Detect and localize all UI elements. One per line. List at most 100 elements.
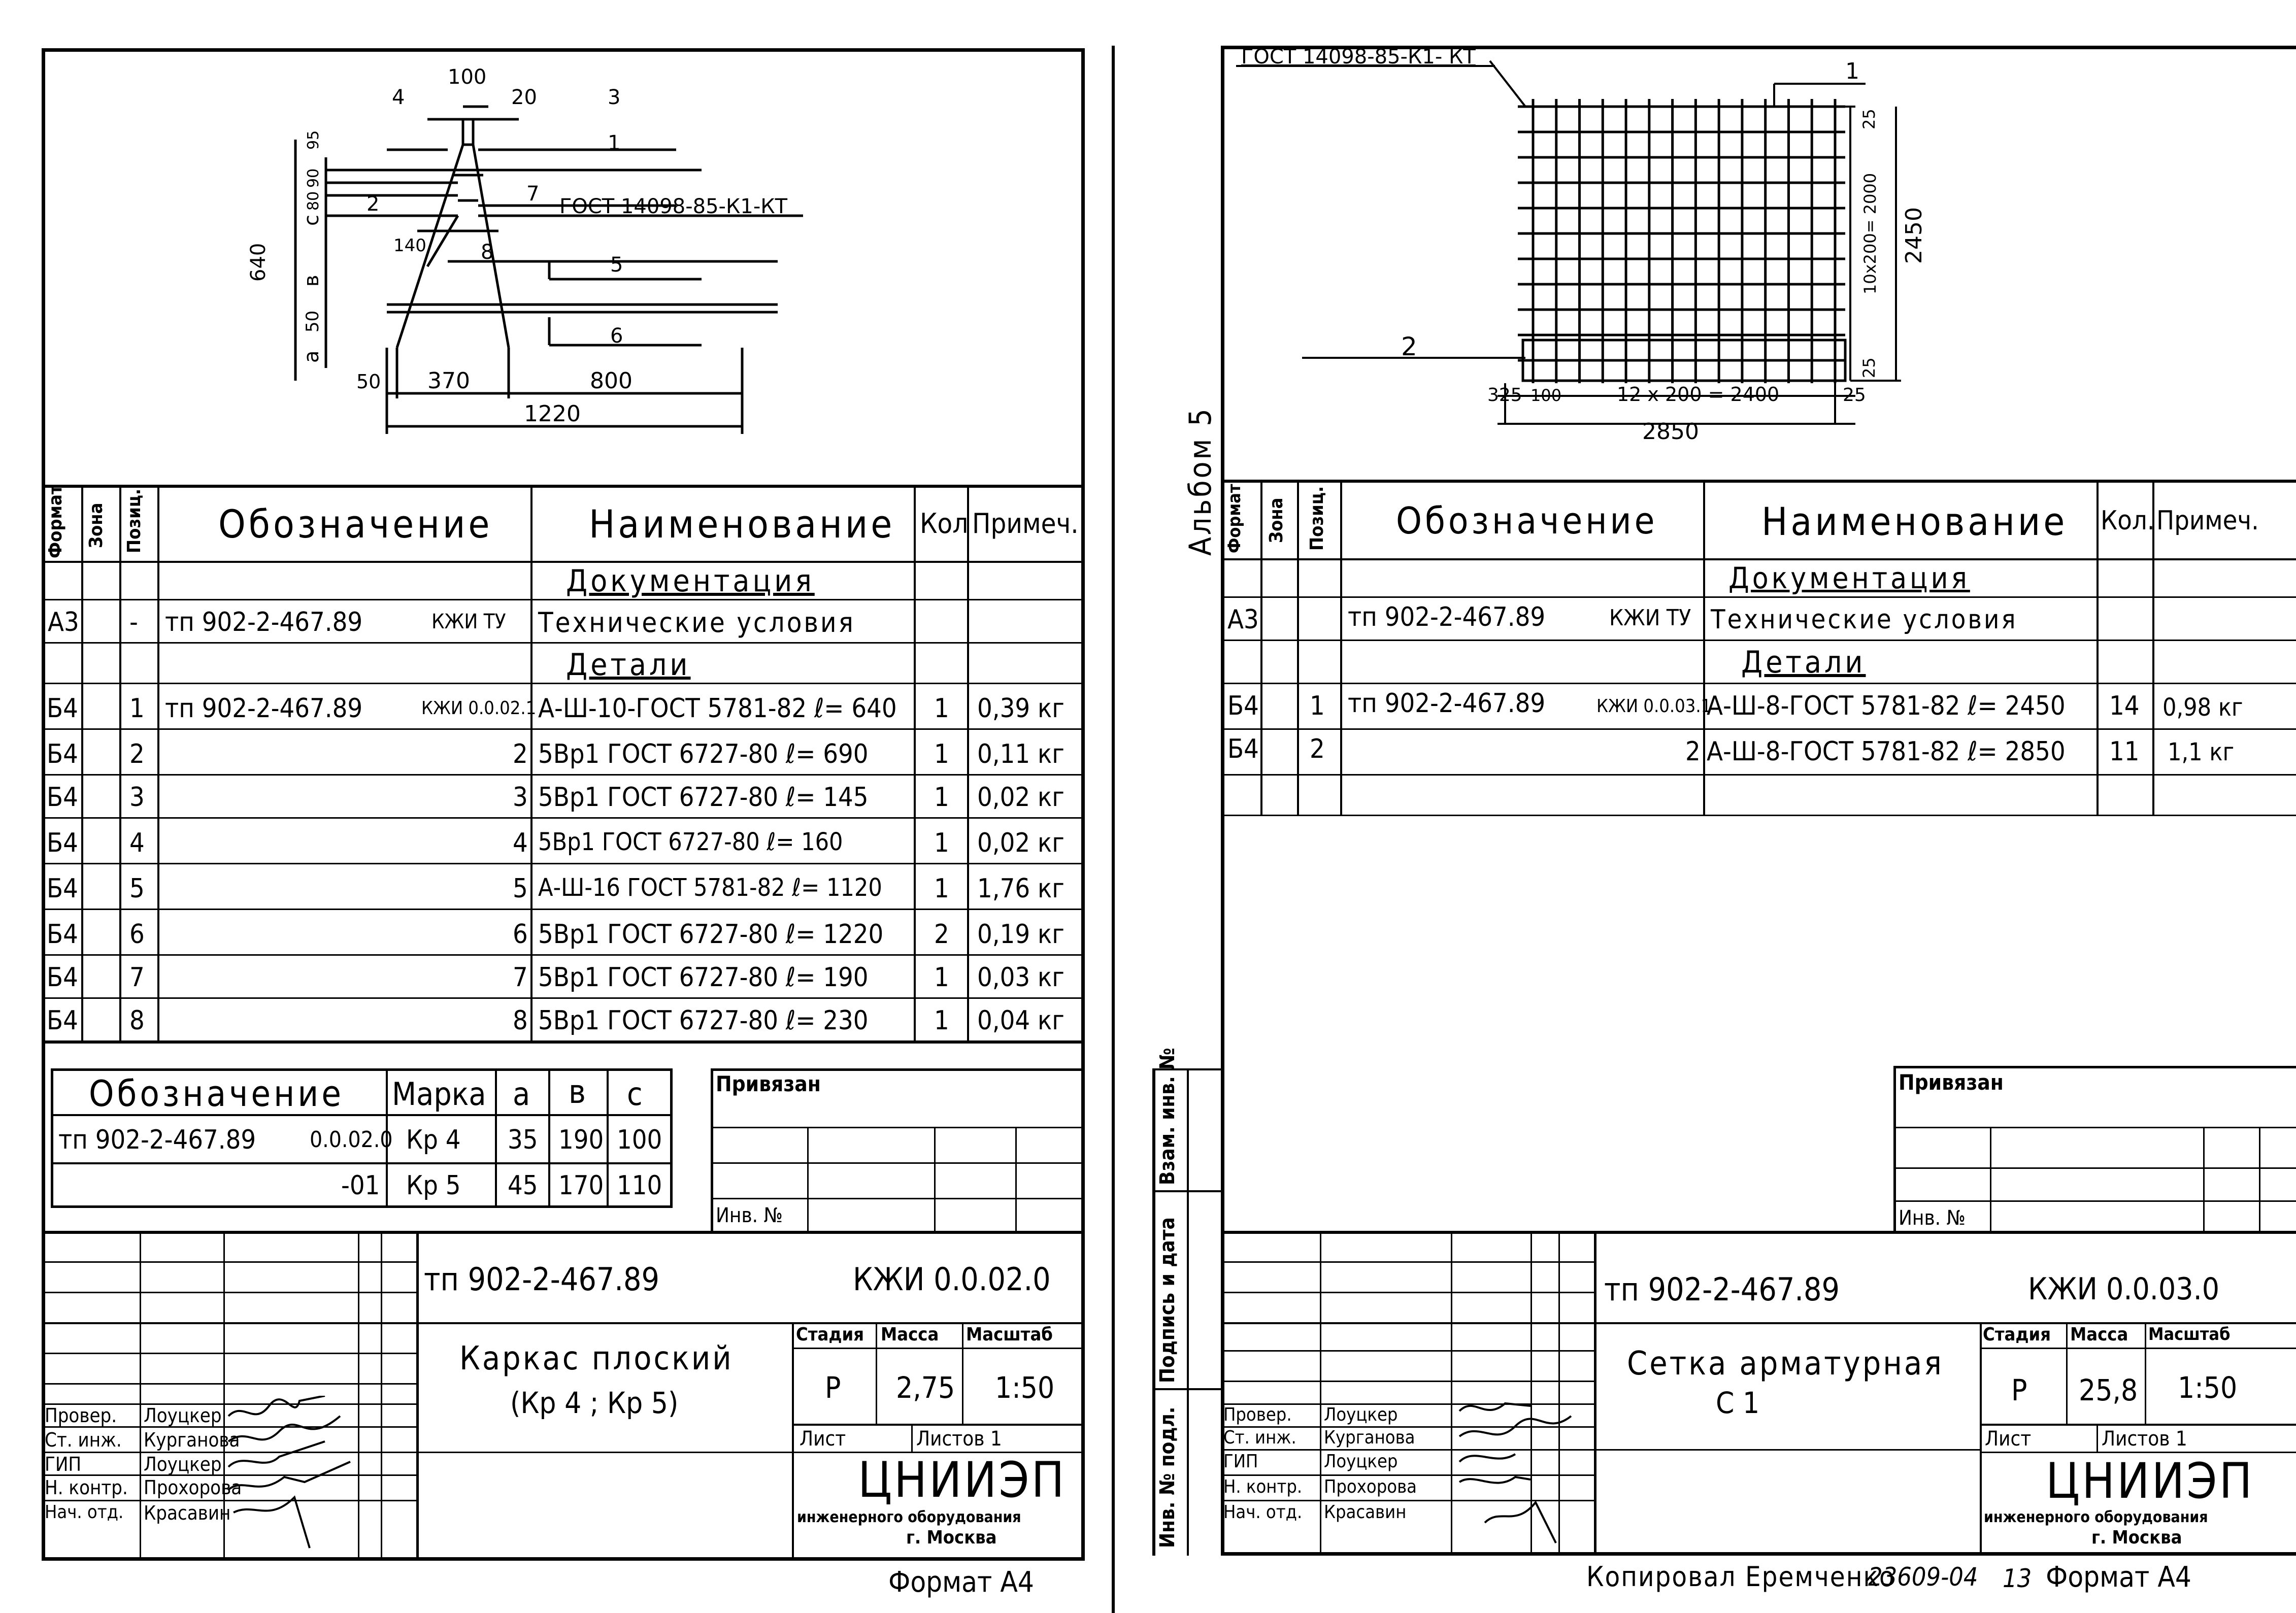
- right-hdr-qty: Кол.: [2101, 506, 2155, 536]
- mark-row-line: [51, 1114, 673, 1116]
- left-tb-row: [42, 1261, 417, 1263]
- left-doc-code: КЖИ 0.0.02.0: [853, 1261, 1051, 1298]
- left-tb-row: [42, 1403, 417, 1405]
- left-mass-h: Масса: [881, 1324, 939, 1345]
- row-code: 8: [513, 1005, 528, 1036]
- right-tb-col: [1594, 1231, 1596, 1556]
- left-sheets: Листов 1: [916, 1427, 1002, 1451]
- left-col-line: [157, 485, 159, 1040]
- row-format: Б4: [1227, 691, 1259, 721]
- left-pos-1: 1: [608, 131, 620, 155]
- priv-line: [1893, 1167, 2296, 1169]
- right-row-line: [1221, 640, 2296, 641]
- side-strip-row: [1152, 1388, 1221, 1390]
- mark-r2-c: 110: [617, 1170, 662, 1201]
- right-tb-row: [1221, 1426, 1596, 1428]
- left-hdr-qty: Кол: [920, 508, 969, 540]
- row-note: 0,19 кг: [977, 919, 1064, 950]
- row-format: Б4: [47, 782, 78, 813]
- left-hdr-name: Наименование: [589, 501, 895, 547]
- left-name-1: Курганова: [144, 1429, 240, 1451]
- left-doc-designation: тп 902-2-467.89: [165, 607, 363, 637]
- right-dim-12x200: 12 х 200 = 2400: [1617, 383, 1779, 406]
- left-title-line2: (Кр 4 ; Кр 5): [510, 1386, 679, 1420]
- row-name: 5Вр1 ГОСТ 6727-80 ℓ= 1220: [538, 919, 884, 950]
- left-role-1: Ст. инж.: [45, 1429, 122, 1451]
- left-hdr-designation: Обозначение: [218, 501, 493, 547]
- row-name: А-Ш-8-ГОСТ 5781-82 ℓ= 2850: [1707, 736, 2066, 767]
- row-name: А-Ш-16 ГОСТ 5781-82 ℓ= 1120: [538, 873, 882, 902]
- left-hdr-zone: Зона: [86, 502, 107, 549]
- row-qty: 1: [934, 962, 949, 993]
- right-role-0: Провер.: [1223, 1404, 1292, 1425]
- right-order-number: 23609-04: [1868, 1562, 1978, 1592]
- left-signatures: [227, 1396, 351, 1549]
- row-note: 1,1 кг: [2168, 738, 2235, 766]
- row-format: Б4: [47, 919, 78, 950]
- row-name: 5Вр1 ГОСТ 6727-80 ℓ= 690: [538, 739, 869, 769]
- right-row-line: [1221, 596, 2296, 598]
- right-privyazan-box: [1893, 1066, 2296, 1233]
- right-doc-format: А3: [1227, 604, 1259, 635]
- left-doc-pos: -: [129, 607, 138, 637]
- row-format: Б4: [47, 739, 78, 769]
- left-row-line: [42, 817, 1085, 819]
- mark-col-line: [548, 1068, 550, 1208]
- left-doc-name: Технические условия: [538, 607, 855, 639]
- left-row-line: [42, 997, 1085, 999]
- left-table-top: [42, 485, 1085, 488]
- row-name: 5Вр1 ГОСТ 6727-80 ℓ= 145: [538, 782, 869, 813]
- row-code: 3: [513, 782, 528, 813]
- left-role-3: Н. контр.: [45, 1476, 128, 1499]
- row-designation: тп 902-2-467.89: [1348, 688, 1546, 719]
- right-tb-row: [1221, 1261, 1596, 1263]
- side-label-inv-podl: Инв. № подл.: [1156, 1406, 1179, 1548]
- left-hdr-format: Формат: [45, 485, 66, 558]
- right-tb-row: [1221, 1292, 1596, 1293]
- row-note: 0,98 кг: [2162, 693, 2243, 722]
- left-scale: 1:50: [995, 1370, 1055, 1405]
- mark-r2-designation: -01: [341, 1170, 380, 1201]
- row-code: КЖИ 0.0.03.1: [1596, 696, 1712, 717]
- row-format: Б4: [1227, 734, 1259, 764]
- left-sheet: Лист: [800, 1427, 846, 1451]
- right-doc-designation: тп 902-2-467.89: [1348, 602, 1546, 632]
- left-tb-col: [876, 1322, 877, 1424]
- left-tb-col: [416, 1231, 419, 1561]
- left-hdr-bottom: [42, 561, 1085, 563]
- left-tb-col: [223, 1231, 225, 1561]
- right-hdr-designation: Обозначение: [1396, 499, 1658, 542]
- right-tb-row: [1221, 1449, 1596, 1451]
- right-mesh-drawing: ГОСТ 14098-85-К1- КТ 1 2 25 10х200= 2000…: [1236, 46, 1927, 445]
- priv-col: [1015, 1127, 1017, 1231]
- row-format: Б4: [47, 1005, 78, 1036]
- mark-col-line: [495, 1068, 497, 1208]
- left-tb-row: [42, 1292, 417, 1293]
- priv-col: [1990, 1127, 1991, 1233]
- right-tb-col: [1320, 1231, 1321, 1556]
- left-tb-row: [42, 1353, 417, 1354]
- left-city: г. Москва: [906, 1527, 997, 1548]
- row-note: 0,04 кг: [977, 1005, 1064, 1036]
- row-note: 0,11 кг: [977, 739, 1064, 769]
- left-dim-50a: 50: [303, 311, 323, 332]
- right-hdr-format: Формат: [1224, 484, 1245, 553]
- row-name: А-Ш-8-ГОСТ 5781-82 ℓ= 2450: [1707, 691, 2066, 721]
- left-col-line: [81, 485, 83, 1040]
- right-tb-col: [1558, 1231, 1560, 1556]
- left-stage-h: Стадия: [796, 1324, 864, 1345]
- left-tb-row: [792, 1452, 1085, 1453]
- row-format: Б4: [47, 828, 78, 858]
- left-tb-top: [42, 1231, 1085, 1234]
- left-dim-90: 90: [305, 169, 322, 188]
- left-mark-table: [51, 1068, 673, 1208]
- left-tb-row: [42, 1426, 417, 1428]
- left-role-2: ГИП: [45, 1453, 82, 1475]
- right-doc-code: КЖИ ТУ: [1609, 605, 1691, 631]
- left-table-bottom: [42, 1040, 1085, 1044]
- left-pos-6: 6: [610, 324, 623, 348]
- row-note: 0,03 кг: [977, 962, 1064, 993]
- right-page-number: 13: [2003, 1564, 2032, 1593]
- left-section-details: Детали: [566, 647, 691, 683]
- right-signatures: [1458, 1402, 1572, 1543]
